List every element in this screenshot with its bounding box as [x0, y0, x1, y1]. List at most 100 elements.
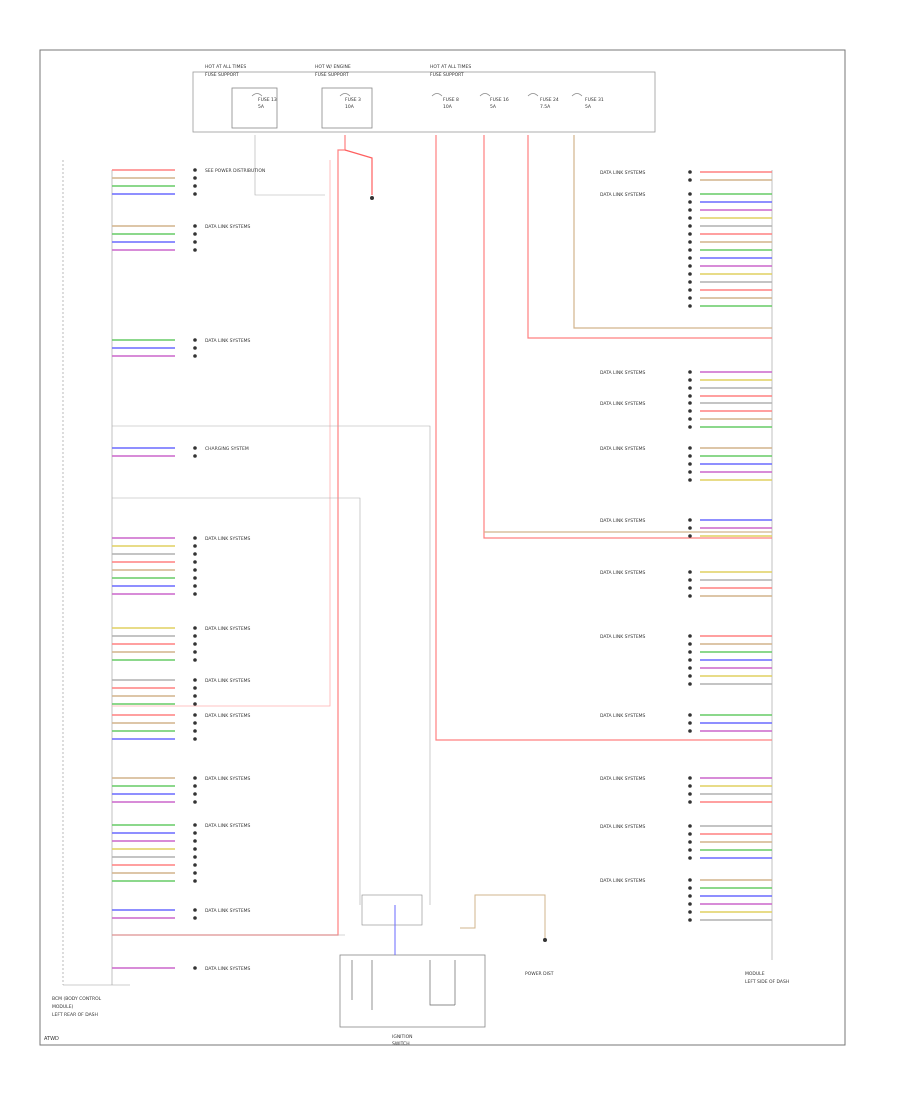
- fuse-3-size: 10A: [345, 104, 355, 110]
- right-pin-row: [688, 792, 772, 796]
- left-pin-row: [112, 354, 197, 358]
- ignition-switch-caption-1: IGNITION: [392, 1034, 413, 1040]
- left-pin-row: [112, 248, 197, 252]
- right-pin-dot: [688, 534, 692, 538]
- left-pin-row: [112, 871, 197, 875]
- right-pin-dot: [688, 240, 692, 244]
- right-pin-row: [688, 721, 772, 725]
- left-pin-row: [112, 831, 197, 835]
- right-pin-row: [688, 832, 772, 836]
- left-pin-dot: [193, 184, 197, 188]
- left-pin-dot: [193, 831, 197, 835]
- fuse-16-element: [479, 93, 491, 97]
- right-pin-row: [688, 856, 772, 860]
- wire-fuse16-down: [483, 135, 772, 539]
- right-pin-row: [688, 417, 772, 421]
- right-pin-dot: [688, 216, 692, 220]
- left-pin-row: [112, 346, 197, 350]
- left-module-caption-1: BCM (BODY CONTROL: [52, 996, 102, 1002]
- fuse-24-size: 7.5A: [540, 104, 551, 110]
- right-pin-row: [688, 578, 772, 582]
- right-pin-row: [688, 386, 772, 390]
- left-pin-row: [112, 642, 197, 646]
- left-pin-dot: [193, 446, 197, 450]
- right-pin-row: DATA LINK SYSTEMS: [600, 776, 772, 782]
- right-pin-row: [688, 200, 772, 204]
- left-pin-label: CHARGING SYSTEM: [205, 446, 249, 452]
- right-pin-dot: [688, 682, 692, 686]
- right-pin-row: DATA LINK SYSTEMS: [600, 446, 772, 452]
- left-pin-row: DATA LINK SYSTEMS: [112, 713, 251, 719]
- left-pin-row: [112, 192, 197, 196]
- left-pin-label: DATA LINK SYSTEMS: [205, 224, 251, 230]
- fuse-13-label: FUSE 13: [258, 97, 277, 103]
- left-pin-row: DATA LINK SYSTEMS: [112, 908, 251, 914]
- left-pin-dot: [193, 544, 197, 548]
- left-pin-dot: [193, 908, 197, 912]
- right-pin-row: [688, 642, 772, 646]
- power-wires: [112, 135, 772, 936]
- fuse-24: FUSE 24 7.5A: [527, 93, 559, 110]
- right-pin-label: DATA LINK SYSTEMS: [600, 776, 646, 782]
- left-pin-row: [112, 694, 197, 698]
- wire-gray-1: [112, 425, 431, 905]
- ignition-switch-box: [339, 954, 486, 1028]
- fuse-16-label: FUSE 16: [490, 97, 509, 103]
- gray-wires: [112, 135, 431, 936]
- left-pin-row: DATA LINK SYSTEMS: [112, 776, 251, 782]
- right-pin-row: [688, 894, 772, 898]
- ignition-switch-caption-2: SWITCH: [392, 1041, 410, 1047]
- fuse-8-label: FUSE 8: [443, 97, 459, 103]
- right-pin-row: DATA LINK SYSTEMS: [600, 401, 772, 407]
- left-pin-row: [112, 879, 197, 883]
- right-pin-row: [688, 674, 772, 678]
- left-pin-row: DATA LINK SYSTEMS: [112, 224, 251, 230]
- right-pin-dot: [688, 840, 692, 844]
- fuse-3-element: [339, 93, 351, 97]
- right-pin-dot: [688, 658, 692, 662]
- right-pin-row: DATA LINK SYSTEMS: [600, 570, 772, 576]
- wire-fuse3-branch: [344, 149, 373, 195]
- right-pin-row: [688, 304, 772, 308]
- left-pin-dot: [193, 776, 197, 780]
- right-pin-dot: [688, 417, 692, 421]
- right-pin-row: [688, 910, 772, 914]
- right-pin-label: DATA LINK SYSTEMS: [600, 192, 646, 198]
- fuse-block-header-3: HOT AT ALL TIMES: [430, 64, 471, 70]
- right-pin-dot: [688, 729, 692, 733]
- fuse-31-label: FUSE 31: [585, 97, 604, 103]
- left-pin-label: DATA LINK SYSTEMS: [205, 966, 251, 972]
- right-pin-row: DATA LINK SYSTEMS: [600, 634, 772, 640]
- left-pin-dot: [193, 839, 197, 843]
- bottom-center-label: POWER DIST: [525, 971, 554, 977]
- right-pin-label: DATA LINK SYSTEMS: [600, 370, 646, 376]
- right-pin-dot: [688, 296, 692, 300]
- left-pin-dot: [193, 737, 197, 741]
- left-pin-dot: [193, 568, 197, 572]
- right-pin-row: [688, 586, 772, 590]
- wire-gray-3: [254, 135, 325, 196]
- left-pin-dot: [193, 721, 197, 725]
- left-module-caption-2: MODULE): [52, 1004, 74, 1010]
- left-pin-row: [112, 916, 197, 920]
- ignition-switch-contacts: [351, 960, 456, 1010]
- right-pin-row: [688, 216, 772, 220]
- right-pin-dot: [688, 856, 692, 860]
- right-pin-dot: [688, 721, 692, 725]
- left-pin-row: DATA LINK SYSTEMS: [112, 338, 251, 344]
- left-pin-dot: [193, 658, 197, 662]
- fuse-31-element: [571, 93, 583, 97]
- right-pin-dot: [688, 526, 692, 530]
- left-pin-row: [112, 686, 197, 690]
- right-pin-label: DATA LINK SYSTEMS: [600, 170, 646, 176]
- right-pin-dot: [688, 570, 692, 574]
- right-pin-dot: [688, 462, 692, 466]
- right-pin-dot: [688, 401, 692, 405]
- right-pin-label: DATA LINK SYSTEMS: [600, 570, 646, 576]
- fuse-13-box: [231, 87, 278, 129]
- right-pin-dot: [688, 674, 692, 678]
- right-pin-dot: [688, 224, 692, 228]
- left-pin-row: [112, 702, 197, 706]
